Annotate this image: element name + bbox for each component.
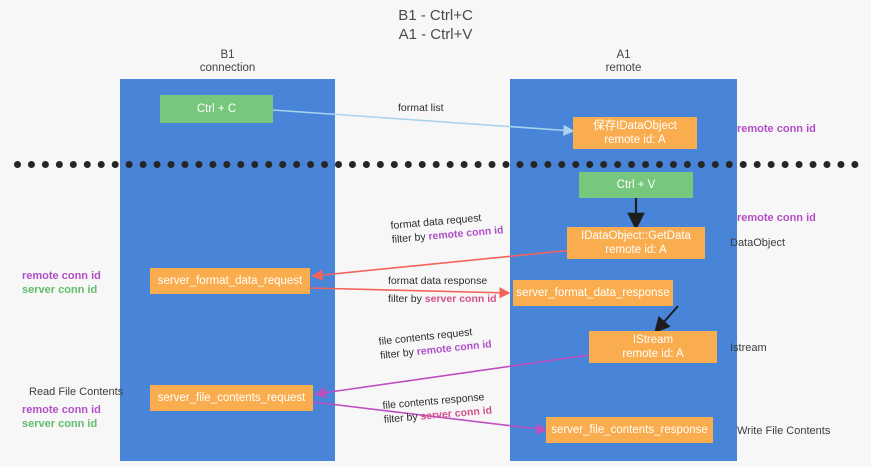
edge-label-format-data-response-filter: filter by server conn id: [388, 293, 497, 305]
note-istream: Istream: [730, 342, 767, 354]
page-title: B1 - Ctrl+C A1 - Ctrl+V: [398, 7, 473, 43]
box-ctrl-v[interactable]: Ctrl + V: [579, 172, 693, 198]
arrow-format-data-request: [311, 249, 574, 281]
box-ctrl-c[interactable]: Ctrl + C: [160, 95, 273, 123]
arrow-format-list: [272, 109, 575, 136]
box-server-format-data-request[interactable]: server_format_data_request: [150, 268, 310, 294]
box-save-idataobject[interactable]: 保存IDataObject remote id: A: [573, 117, 697, 149]
lane-header-b1: B1 connection: [199, 49, 256, 74]
box-istream[interactable]: IStream remote id: A: [589, 331, 717, 363]
lane-header-a1: A1 remote: [605, 49, 642, 74]
note-remote-conn-id-mid: remote conn id: [737, 212, 816, 224]
note-left-remote-conn-id-2: remote conn id: [22, 404, 101, 416]
box-getdata[interactable]: IDataObject::GetData remote id: A: [567, 227, 705, 259]
note-left-remote-conn-id: remote conn id: [22, 270, 101, 282]
arrow-format-data-response: [309, 287, 511, 299]
phase-divider: [14, 161, 859, 168]
edge-label-format-data-response-text: format data response: [388, 275, 488, 287]
arrow-file-contents-request: [314, 354, 590, 399]
filter-value-server-conn-id-1: server conn id: [424, 293, 497, 305]
note-read-file-contents: Read File Contents: [29, 386, 124, 398]
note-left-server-conn-id: server conn id: [22, 284, 98, 296]
box-server-file-contents-response[interactable]: server_file_contents_response: [546, 417, 713, 443]
edge-label-format-list: format list: [398, 102, 444, 114]
arrow-file-contents-response: [312, 401, 548, 435]
note-write-file-contents: Write File Contents: [737, 425, 831, 437]
note-remote-conn-id-top: remote conn id: [737, 123, 816, 135]
box-server-format-data-response[interactable]: server_format_data_response: [513, 280, 673, 306]
edge-label-format-data-response: format data response filter by server co…: [388, 274, 497, 306]
box-server-file-contents-request[interactable]: server_file_contents_request: [150, 385, 313, 411]
note-left-server-conn-id-2: server conn id: [22, 418, 98, 430]
note-data-object: DataObject: [730, 237, 786, 249]
arrow-response-istream: [654, 305, 679, 334]
